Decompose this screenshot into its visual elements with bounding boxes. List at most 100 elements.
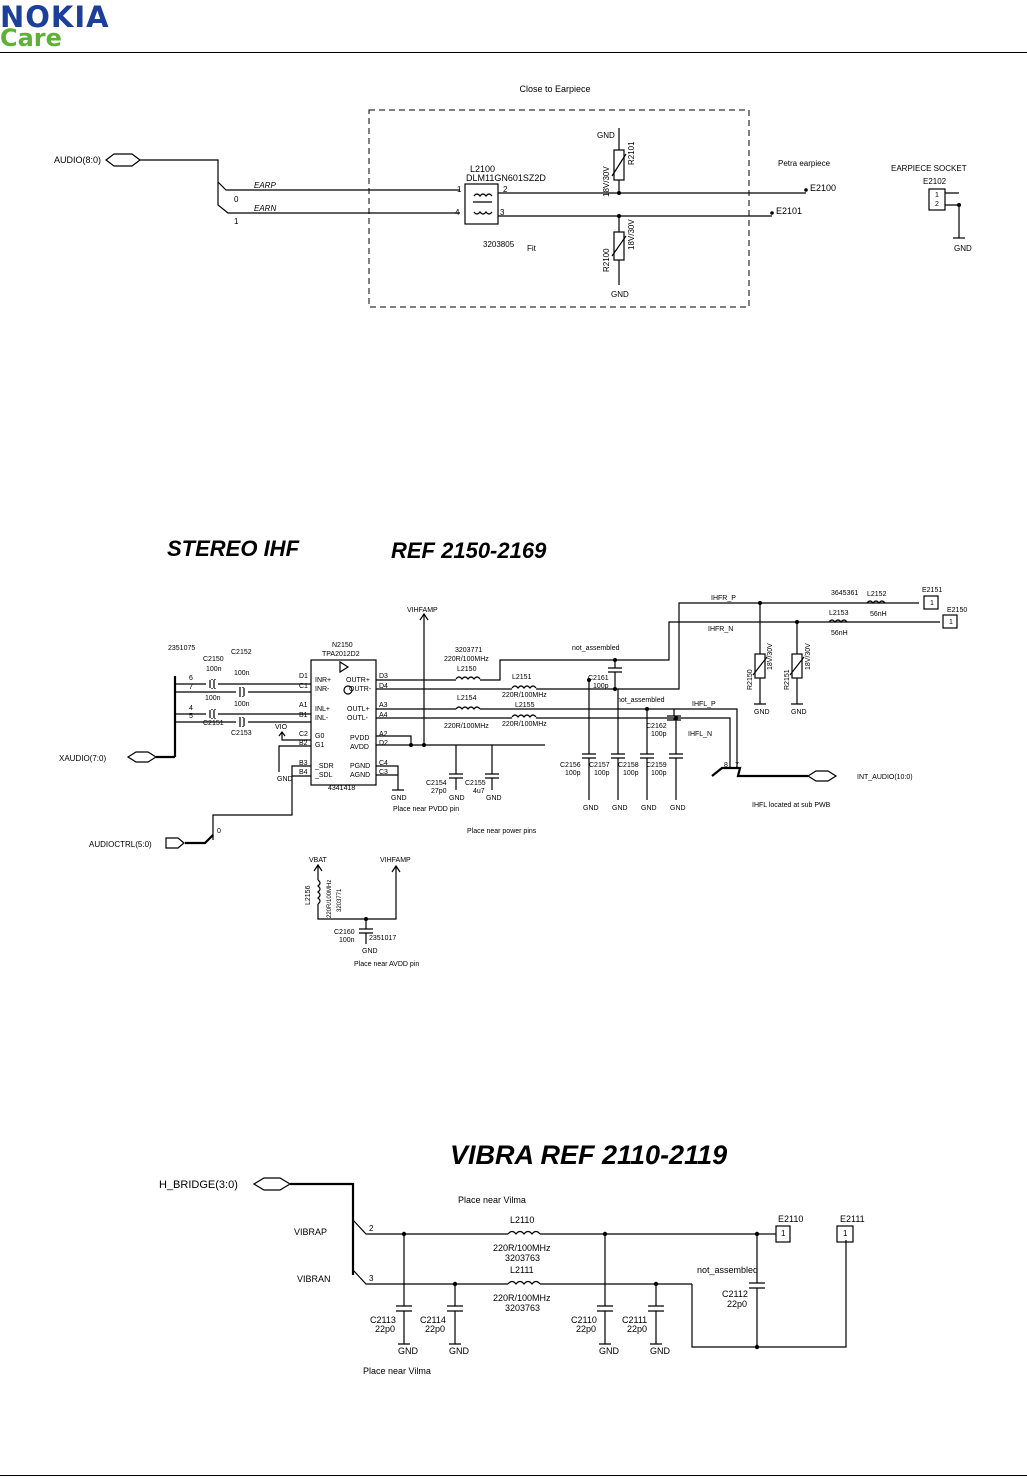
common-mode-choke <box>464 183 499 225</box>
ihfr-n: IHFR_N <box>708 626 733 633</box>
place-avdd: Place near AVDD pin <box>354 961 419 968</box>
zoom-symbol <box>343 685 353 695</box>
c2112-label: C2112 <box>722 1289 748 1299</box>
l2100-part: DLM11GN601SZ2D <box>466 173 546 183</box>
svg-text:INR+: INR+ <box>315 677 331 684</box>
c2153-label: C2153 <box>231 730 252 737</box>
c2150-val: 100n <box>206 666 222 673</box>
hbridge-label: H_BRIDGE(3:0) <box>159 1179 238 1191</box>
vibra-not-assembled: not_assembled <box>697 1265 758 1275</box>
code-3203805: 3203805 <box>483 240 515 249</box>
svg-text:D4: D4 <box>379 683 388 690</box>
vihfamp-node <box>422 743 426 747</box>
svg-text:GND: GND <box>398 1346 419 1356</box>
vihfamp2-label: VIHFAMP <box>380 857 411 864</box>
svg-text:C2157: C2157 <box>589 762 610 769</box>
place-top: Place near Vilma <box>458 1195 526 1205</box>
l2154-val: 220R/100MHz <box>444 723 489 730</box>
tpa2012d2-ic <box>310 659 377 786</box>
n2150-part: TPA2012D2 <box>322 651 360 658</box>
socket-gnd-wire <box>945 192 960 238</box>
l2110-label: L2110 <box>510 1215 534 1225</box>
hbridge-connector <box>252 1177 292 1191</box>
svg-text:C1: C1 <box>299 683 308 690</box>
gnd-c2160: GND <box>362 948 378 955</box>
ic-left-balls: D1 C1 A1 B1 C2 B2 B3 B4 <box>299 673 308 776</box>
svg-text:C2156: C2156 <box>560 762 581 769</box>
c2112-symbol <box>749 1234 765 1347</box>
amp-symbol <box>339 660 350 674</box>
svg-text:C4: C4 <box>379 760 388 767</box>
svg-text:B3: B3 <box>299 760 308 767</box>
svg-text:AGND: AGND <box>350 772 370 779</box>
bottom-filter-cap-labels: C2156 100p C2157 100p C2158 100p C2159 1… <box>560 762 686 812</box>
earpiece-zone-box <box>368 109 750 308</box>
audioctrl-wire <box>212 776 293 840</box>
l2111-code: 3203763 <box>505 1303 540 1313</box>
stereo-section: STEREO IHF REF 2150-2169 VIHFAMP 2351075… <box>59 536 967 968</box>
l2153-symbol <box>828 619 848 623</box>
l2152-val: 56nH <box>870 611 887 618</box>
svg-text:C2110: C2110 <box>571 1315 597 1325</box>
svg-text:A4: A4 <box>379 712 388 719</box>
svg-text:GND: GND <box>612 805 628 812</box>
int-bit7: 7 <box>735 762 739 769</box>
varistor-b-label: 18V/30V <box>805 643 812 670</box>
stereo-title: STEREO IHF <box>167 536 300 561</box>
vio-wire <box>278 731 311 741</box>
care-logo: Care <box>0 24 62 52</box>
c2153-val: 100n <box>234 701 250 708</box>
svg-text:B1: B1 <box>299 712 308 719</box>
place-power: Place near power pins <box>467 828 537 835</box>
svg-text:100p: 100p <box>623 770 639 777</box>
ihfl-p: IHFL_P <box>692 701 716 708</box>
gnd-bottom: GND <box>611 290 629 299</box>
ihfr-p: IHFR_P <box>711 595 736 602</box>
svg-text:22p0: 22p0 <box>627 1324 647 1334</box>
e2101-label: E2101 <box>776 206 802 216</box>
audioctrl-connector <box>165 837 185 849</box>
c2155-val: 4u7 <box>473 788 485 795</box>
petra-label: Petra earpiece <box>778 159 831 168</box>
vbat-arrow <box>313 863 323 880</box>
xaudio-connector <box>126 751 158 763</box>
svg-text:_SDL: _SDL <box>314 772 333 779</box>
pin2: 2 <box>503 185 508 194</box>
l2156-symbol <box>317 879 321 905</box>
svg-text:A3: A3 <box>379 702 388 709</box>
r2101-label: R2101 <box>627 141 636 165</box>
e2100-label: E2100 <box>810 183 836 193</box>
c2162-val: 100p <box>651 731 667 738</box>
earp-wire <box>140 159 460 191</box>
svg-text:OUTL+: OUTL+ <box>347 706 370 713</box>
vibrap-label: VIBRAP <box>294 1227 327 1237</box>
svg-text:INL-: INL- <box>315 715 329 722</box>
c2152-label: C2152 <box>231 649 252 656</box>
svg-text:GND: GND <box>650 1346 671 1356</box>
c2151-label: C2151 <box>203 720 224 727</box>
ic-code: 4341418 <box>328 785 355 792</box>
svg-text:OUTR-: OUTR- <box>349 686 372 693</box>
svg-text:GND: GND <box>670 805 686 812</box>
l2152-symbol <box>866 600 886 604</box>
e2101-pad <box>770 211 774 215</box>
pin-6: 6 <box>189 675 193 682</box>
socket-node <box>957 203 961 207</box>
c2161-top-node <box>613 658 617 662</box>
l2110-code: 3203763 <box>505 1253 540 1263</box>
l2156-label: L2156 <box>305 885 312 905</box>
vibra-capacitor-labels: C2113 22p0 C2114 22p0 C2110 22p0 C2111 2… <box>370 1315 671 1356</box>
e2111-label: E2111 <box>840 1214 865 1224</box>
svg-text:OUTL-: OUTL- <box>347 715 369 722</box>
e2151-label: E2151 <box>922 587 942 594</box>
c2154-symbol <box>449 745 463 790</box>
svg-text:22p0: 22p0 <box>576 1324 596 1334</box>
l2153-val: 56nH <box>831 630 848 637</box>
c2112-val: 22p0 <box>727 1299 747 1309</box>
vibra-bit3: 3 <box>369 1274 374 1283</box>
gnd-r2151: GND <box>791 709 807 716</box>
l2111-label: L2111 <box>510 1265 534 1275</box>
e2111-pin: 1 <box>843 1229 848 1238</box>
ihfl-note: IHFL located at sub PWB <box>752 802 831 809</box>
c2154-label: C2154 <box>426 780 447 787</box>
